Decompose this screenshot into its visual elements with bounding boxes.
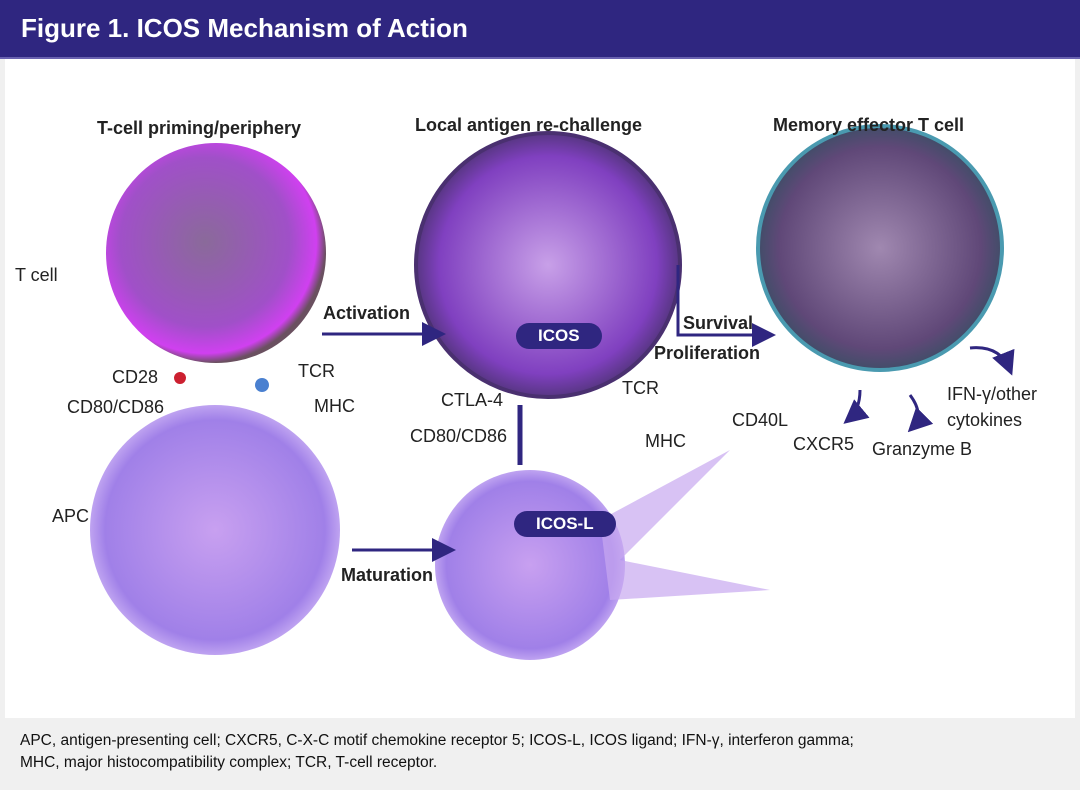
ifn-arrow [969, 346, 1015, 376]
label-proliferation: Proliferation [654, 343, 761, 363]
footnote: APC, antigen-presenting cell; CXCR5, C-X… [20, 730, 1060, 774]
t-cell-left [106, 143, 326, 363]
label-survival: Survival [683, 313, 754, 333]
icos-l-badge: ICOS-L [514, 511, 616, 537]
label-granzyme-b: Granzyme B [872, 439, 973, 459]
label-tcr-mid: TCR [622, 378, 659, 398]
footnote-line-2: MHC, major histocompatibility complex; T… [20, 754, 438, 771]
label-activation: Activation [323, 303, 411, 323]
label-mhc-mid: MHC [645, 431, 686, 451]
diagram-art [90, 124, 1015, 660]
footnote-line-1: APC, antigen-presenting cell; CXCR5, C-X… [20, 732, 854, 749]
label-cxcr5: CXCR5 [793, 434, 855, 454]
label-cd28: CD28 [112, 367, 159, 387]
stage-priming: T-cell priming/periphery [97, 118, 302, 138]
apc-dendrites [600, 450, 770, 600]
label-cd80-cd86-mid: CD80/CD86 [410, 426, 508, 446]
label-cd80-cd86-left: CD80/CD86 [67, 397, 165, 417]
granzyme-arrow [907, 394, 934, 433]
apc-left [90, 405, 340, 655]
label-ifn: IFN-γ/other [947, 384, 1038, 404]
memory-t-cell [756, 124, 1004, 372]
figure-title: Figure 1. ICOS Mechanism of Action [21, 13, 468, 43]
survival-arrow [676, 265, 776, 347]
label-tcr-left: TCR [298, 361, 335, 381]
cd28-receptor [174, 372, 186, 384]
icos-badge: ICOS [516, 323, 602, 349]
label-ctla4: CTLA-4 [441, 390, 504, 410]
stage-rechallenge: Local antigen re-challenge [415, 115, 643, 135]
label-t-cell: T cell [15, 265, 58, 285]
apc-middle [435, 470, 625, 660]
stage-memory: Memory effector T cell [773, 115, 965, 135]
cxcr5-arrow [843, 389, 870, 424]
tcr-receptor [255, 378, 269, 392]
label-cytokines: cytokines [947, 410, 1023, 430]
label-maturation: Maturation [341, 565, 433, 585]
label-apc: APC [52, 506, 90, 526]
t-cell-middle [414, 131, 682, 399]
label-cd40l: CD40L [732, 410, 789, 430]
figure-header: Figure 1. ICOS Mechanism of Action [0, 0, 1080, 59]
label-mhc-left: MHC [314, 396, 355, 416]
